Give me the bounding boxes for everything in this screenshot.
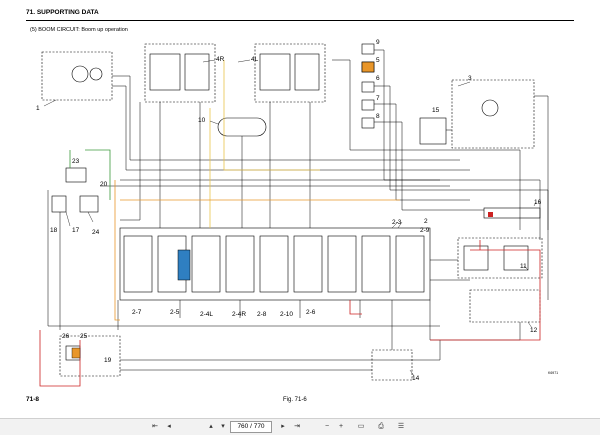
callout-2: 2 [424, 218, 428, 225]
first-page-icon[interactable]: ⇤ [152, 423, 158, 430]
callout-19: 19 [104, 357, 112, 364]
callout-2-6: 2-6 [306, 309, 316, 316]
callout-4R: 4R [216, 56, 225, 63]
drawing-code: K6971 [548, 371, 559, 375]
section-title: 71. SUPPORTING DATA [26, 9, 99, 16]
callout-26: 26 [62, 333, 70, 340]
callout-20: 20 [100, 181, 108, 188]
zoom-out-icon[interactable]: − [324, 423, 330, 430]
callout-15: 15 [432, 107, 440, 114]
callout-8: 8 [376, 113, 380, 120]
callout-10: 10 [198, 117, 206, 124]
menu-icon[interactable]: ☰ [397, 423, 405, 430]
callout-18: 18 [50, 227, 58, 234]
next-icon[interactable]: ▸ [281, 423, 285, 430]
viewer-toolbar: ⇤ ◂ ▴ ▾ 760 / 770 ▸ ⇥ − + ▭ ⎙ ☰ [0, 418, 600, 435]
active-solenoid [361, 61, 375, 73]
callout-6: 6 [376, 75, 380, 82]
callout-2-10: 2-10 [280, 311, 293, 318]
callout-2-7: 2-7 [132, 309, 142, 316]
callout-3: 3 [468, 75, 472, 82]
callout-25: 25 [80, 333, 88, 340]
subsection-title: (5) BOOM CIRCUIT: Boom up operation [30, 27, 128, 33]
end-icon[interactable]: ⇥ [294, 423, 300, 430]
last-page-icon[interactable]: ▾ [221, 423, 225, 430]
callout-2-3: 2-3 [392, 219, 402, 226]
zoom-in-icon[interactable]: + [338, 423, 344, 430]
callout-2-5: 2-5 [170, 309, 180, 316]
callout-2-8: 2-8 [257, 311, 267, 318]
page-number: 71-8 [26, 396, 40, 403]
callout-14: 14 [412, 375, 420, 382]
prev-page-icon[interactable]: ◂ [167, 423, 171, 430]
boom-spool-highlight [177, 249, 191, 281]
callout-2-4R: 2-4R [232, 311, 246, 318]
callout-24: 24 [92, 229, 100, 236]
callout-9: 9 [376, 39, 380, 46]
fit-icon[interactable]: ▭ [357, 423, 365, 430]
callout-17: 17 [72, 227, 80, 234]
callout-1: 1 [36, 105, 40, 112]
hydraulic-schematic: 1 2 3 4R 4L 5 6 7 8 9 10 11 12 14 15 16 … [36, 39, 549, 387]
page-number-input[interactable]: 760 / 770 [230, 421, 272, 433]
callout-2-4L: 2-4L [200, 311, 213, 318]
callout-11: 11 [520, 263, 527, 270]
callout-2-9: 2-9 [420, 227, 430, 234]
figure-caption: Fig. 71-6 [283, 397, 307, 403]
callout-4L: 4L [251, 56, 259, 63]
callout-7: 7 [376, 95, 380, 102]
callout-16: 16 [534, 199, 542, 206]
callout-23: 23 [72, 158, 80, 165]
callout-5: 5 [376, 57, 380, 64]
print-icon[interactable]: ⎙ [378, 423, 384, 430]
callout-12: 12 [530, 327, 538, 334]
header-rule [26, 20, 574, 21]
next-page-icon[interactable]: ▴ [209, 423, 213, 430]
